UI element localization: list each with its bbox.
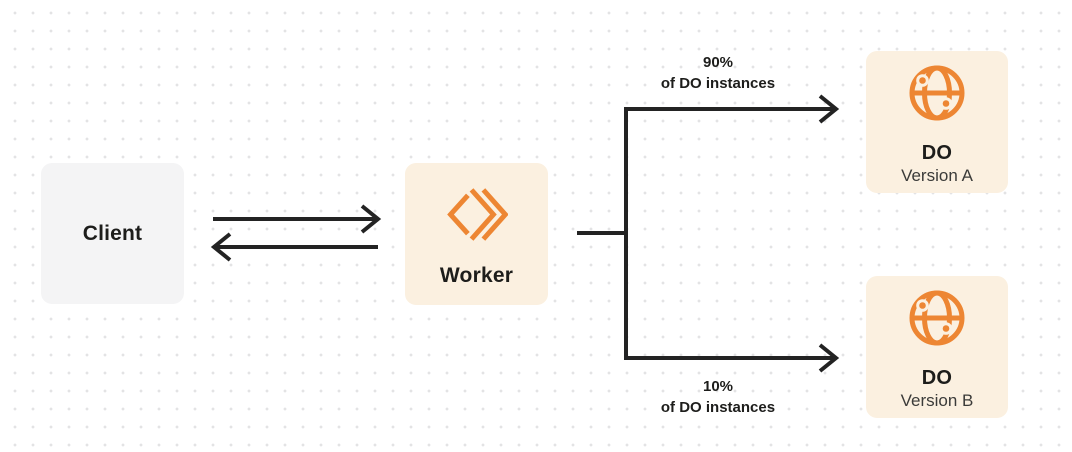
arrow-client-to-worker	[213, 204, 382, 234]
globe-icon	[866, 61, 1008, 125]
branch-bottom-caption: of DO instances	[660, 399, 776, 416]
do-a-subtitle: Version A	[901, 166, 973, 185]
globe-icon	[866, 286, 1008, 350]
do-a-title: DO	[921, 142, 953, 164]
worker-node: Worker	[405, 163, 548, 305]
arrow-worker-to-client	[210, 232, 378, 262]
split-connector	[577, 107, 628, 360]
arrow-to-do-version-a	[624, 94, 840, 124]
client-node: Client	[41, 163, 184, 304]
do-b-title: DO	[921, 367, 953, 389]
branch-label-90-percent: 90% of DO instances	[618, 52, 818, 94]
branch-bottom-percent: 10%	[702, 378, 734, 395]
do-version-b-node: DO Version B	[866, 276, 1008, 418]
worker-chevrons-icon	[405, 187, 548, 242]
worker-label: Worker	[439, 264, 514, 287]
do-b-subtitle: Version B	[900, 391, 974, 410]
branch-top-caption: of DO instances	[660, 75, 776, 92]
client-label: Client	[82, 221, 143, 245]
arrow-to-do-version-b	[624, 343, 840, 373]
branch-top-percent: 90%	[702, 54, 734, 71]
do-version-a-node: DO Version A	[866, 51, 1008, 193]
branch-label-10-percent: 10% of DO instances	[618, 376, 818, 418]
